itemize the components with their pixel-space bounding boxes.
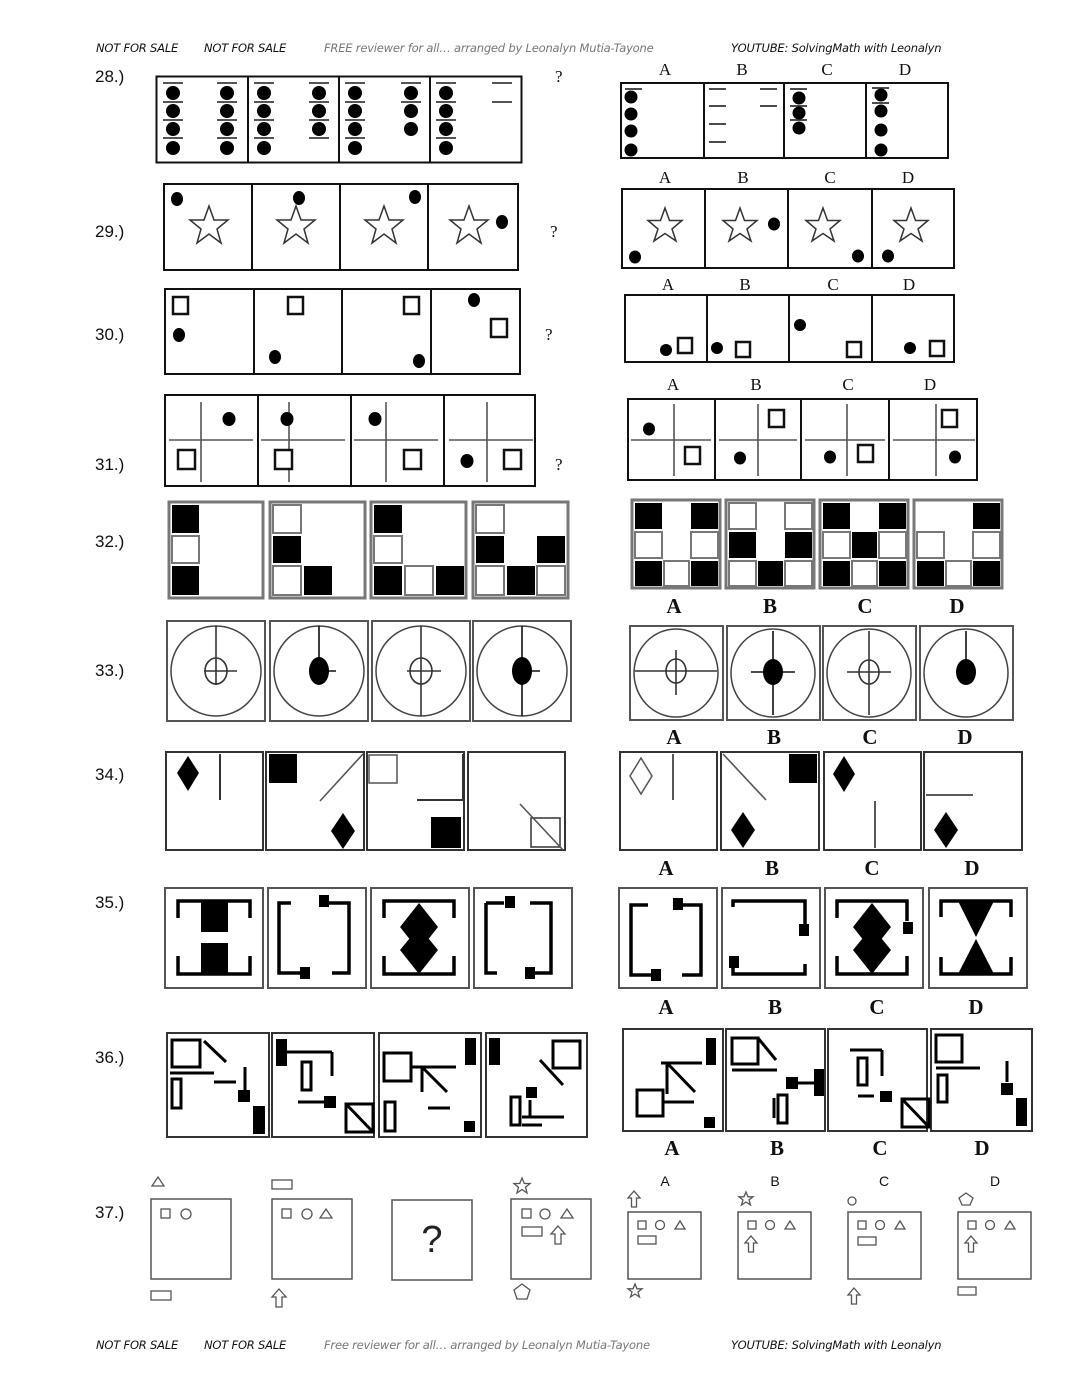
q35-option-a-label: A: [658, 995, 674, 1019]
q32-option-b-label: B: [762, 594, 777, 618]
q32-option-a-label: A: [666, 594, 682, 618]
q36-option-d-label: D: [974, 1136, 990, 1160]
footer-not-for-sale-2: NOT FOR SALE: [204, 1338, 287, 1352]
question-mark-30: ?: [545, 325, 553, 344]
q31-option-d-label: D: [923, 375, 937, 394]
q29-options-figure[interactable]: [621, 188, 956, 270]
q31-sequence-figure: [164, 394, 536, 487]
q37-options-figure[interactable]: [620, 1188, 1040, 1308]
q34-options-figure[interactable]: [619, 751, 1024, 851]
q31-option-b-label: B: [750, 375, 762, 394]
question-mark-31: ?: [555, 455, 563, 474]
question-number-32: 32.): [95, 532, 125, 551]
q35-option-d-label: D: [968, 995, 984, 1019]
q29-option-b-label: B: [737, 168, 749, 187]
q34-sequence-figure: [165, 751, 566, 851]
q36-options-figure[interactable]: [622, 1028, 1034, 1132]
q35-option-c-label: C: [869, 995, 885, 1019]
q32-option-c-label: C: [857, 594, 873, 618]
q36-option-c-label: C: [872, 1136, 888, 1160]
question-mark-28: ?: [555, 67, 563, 86]
q32-option-d-label: D: [949, 594, 965, 618]
q36-option-a-label: A: [664, 1136, 680, 1160]
q31-option-c-label: C: [842, 375, 854, 394]
q28-option-a-label: A: [658, 60, 672, 79]
question-number-30: 30.): [95, 325, 125, 344]
q34-option-b-label: B: [764, 856, 779, 880]
question-number-36: 36.): [95, 1048, 125, 1067]
q30-option-b-label: B: [739, 275, 751, 294]
q37-option-b-label: B: [770, 1173, 780, 1189]
question-mark-29: ?: [550, 222, 558, 241]
q31-option-a-label: A: [666, 375, 680, 394]
q29-sequence-figure: [163, 183, 519, 271]
q33-options-figure[interactable]: [629, 625, 1015, 721]
footer-not-for-sale-1: NOT FOR SALE: [96, 1338, 179, 1352]
q28-option-c-label: C: [821, 60, 833, 79]
q32-sequence-figure: [167, 500, 570, 600]
q29-option-c-label: C: [824, 168, 836, 187]
q29-option-a-label: A: [658, 168, 672, 187]
q33-option-c-label: C: [862, 725, 878, 749]
q37-option-c-label: C: [878, 1173, 890, 1189]
footer-youtube: YOUTUBE: SolvingMath with Leonalyn: [731, 1338, 942, 1352]
q34-option-a-label: A: [658, 856, 674, 880]
q31-options-figure[interactable]: [627, 398, 979, 482]
q30-option-a-label: A: [661, 275, 675, 294]
q28-sequence-figure: [155, 75, 523, 164]
q36-option-b-label: B: [769, 1136, 784, 1160]
q35-option-b-label: B: [767, 995, 782, 1019]
q28-option-d-label: D: [898, 60, 912, 79]
q35-options-figure[interactable]: [618, 887, 1030, 989]
q33-option-a-label: A: [666, 725, 682, 749]
question-number-34: 34.): [95, 765, 125, 784]
question-number-29: 29.): [95, 222, 125, 241]
q36-sequence-figure: [166, 1032, 588, 1138]
q33-option-d-label: D: [957, 725, 973, 749]
header-credit: FREE reviewer for all… arranged by Leona…: [324, 41, 654, 55]
q30-sequence-figure: [164, 288, 521, 375]
header-youtube: YOUTUBE: SolvingMath with Leonalyn: [731, 41, 942, 55]
q28-options-figure[interactable]: [620, 82, 950, 160]
q37-sequence-figure: [150, 1175, 592, 1308]
question-number-37: 37.): [95, 1203, 125, 1222]
question-number-31: 31.): [95, 455, 125, 474]
question-number-33: 33.): [95, 661, 125, 680]
q37-option-a-label: A: [660, 1173, 670, 1189]
q30-option-c-label: C: [827, 275, 839, 294]
question-number-28: 28.): [95, 67, 125, 86]
q37-option-d-label: D: [989, 1173, 1001, 1189]
footer-credit: Free reviewer for all… arranged by Leona…: [324, 1338, 650, 1352]
header-not-for-sale-1: NOT FOR SALE: [96, 41, 179, 55]
header-not-for-sale-2: NOT FOR SALE: [204, 41, 287, 55]
question-number-35: 35.): [95, 893, 125, 912]
q28-option-b-label: B: [736, 60, 748, 79]
q34-option-c-label: C: [864, 856, 880, 880]
q33-option-b-label: B: [766, 725, 781, 749]
q34-option-d-label: D: [964, 856, 980, 880]
q30-options-figure[interactable]: [624, 294, 956, 364]
q35-sequence-figure: [164, 887, 573, 989]
q33-sequence-figure: [166, 620, 572, 722]
q30-option-d-label: D: [902, 275, 916, 294]
q32-options-figure[interactable]: [630, 498, 1006, 590]
q29-option-d-label: D: [901, 168, 915, 187]
q37-missing-figure-question-mark: ?: [421, 1219, 443, 1261]
